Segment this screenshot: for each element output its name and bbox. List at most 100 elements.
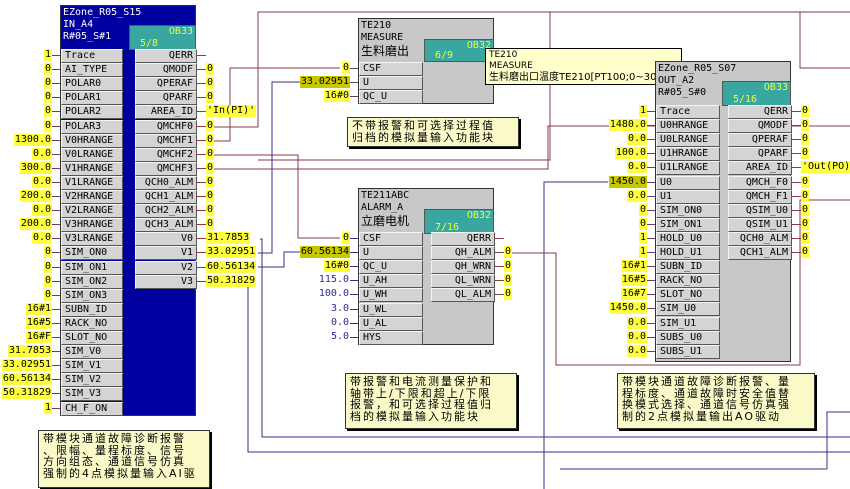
pin-value[interactable]: 0 xyxy=(206,175,215,188)
output-pin-v1[interactable]: V1 xyxy=(135,246,197,261)
output-pin-qch0-alm[interactable]: QCH0_ALM xyxy=(728,231,792,246)
pin-value[interactable]: 0 xyxy=(206,190,215,202)
output-pin-qch1-alm[interactable]: QCH1_ALM xyxy=(728,246,792,260)
pin-value[interactable]: 16#1 xyxy=(25,302,52,315)
pin-value[interactable]: 100.0 xyxy=(318,288,349,300)
output-pin-area-id[interactable]: AREA_ID xyxy=(135,105,197,120)
output-pin-qmch-f0[interactable]: QMCH_F0 xyxy=(728,175,792,190)
input-pin-ai-type[interactable]: AI_TYPE xyxy=(61,63,123,78)
output-pin-ql-wrn[interactable]: QL_WRN xyxy=(431,274,495,289)
input-pin-v1lrange[interactable]: V1LRANGE xyxy=(61,175,123,190)
input-pin-trace[interactable]: Trace xyxy=(656,105,720,119)
pin-value[interactable]: 1 xyxy=(43,401,52,414)
output-pin-qparf[interactable]: QPARF xyxy=(135,91,197,106)
pin-value[interactable]: 0 xyxy=(206,218,215,231)
pin-value[interactable]: 0.0 xyxy=(626,344,647,357)
pin-value[interactable]: 200.0 xyxy=(19,218,52,231)
input-pin-u[interactable]: U xyxy=(359,246,423,261)
pin-value[interactable]: 0 xyxy=(43,246,52,259)
input-pin-u-wh[interactable]: U_WH xyxy=(359,288,423,303)
output-pin-qmchf2[interactable]: QMCHF2 xyxy=(135,147,197,162)
input-pin-sim-on3[interactable]: SIM_ON3 xyxy=(61,288,123,303)
pin-value[interactable]: 0 xyxy=(504,288,513,301)
pin-value[interactable]: 0.0 xyxy=(31,204,52,217)
input-pin-csf[interactable]: CSF xyxy=(359,62,423,76)
input-pin-qc-u[interactable]: QC_U xyxy=(359,90,423,105)
pin-value[interactable]: 0 xyxy=(206,204,215,217)
input-pin-u1[interactable]: U1 xyxy=(656,189,720,204)
input-pin-polar1[interactable]: POLAR1 xyxy=(61,91,123,106)
input-pin-subn-id[interactable]: SUBN_ID xyxy=(61,302,123,317)
input-pin-u0[interactable]: U0 xyxy=(656,175,720,190)
pin-value[interactable]: 31.7853 xyxy=(7,345,52,358)
output-pin-qmodf[interactable]: QMODF xyxy=(728,119,792,134)
pin-value[interactable]: 33.02951 xyxy=(299,76,350,89)
output-pin-qch2-alm[interactable]: QCH2_ALM xyxy=(135,204,197,219)
output-pin-qperaf[interactable]: QPERAF xyxy=(135,77,197,92)
pin-value[interactable]: 0 xyxy=(801,119,810,132)
pin-value[interactable]: 16#7 xyxy=(620,288,647,301)
pin-value[interactable]: 50.31829 xyxy=(206,274,257,287)
output-pin-qmchf0[interactable]: QMCHF0 xyxy=(135,119,197,134)
pin-value[interactable]: 0 xyxy=(504,260,513,273)
pin-value[interactable]: 16#5 xyxy=(25,316,52,329)
pin-value[interactable]: 1 xyxy=(638,105,647,117)
pin-value[interactable]: 0 xyxy=(504,274,513,287)
input-pin-v3hrange[interactable]: V3HRANGE xyxy=(61,218,123,233)
input-pin-slot-no[interactable]: SLOT_NO xyxy=(656,288,720,303)
pin-value[interactable]: 0 xyxy=(43,63,52,76)
input-pin-u-wl[interactable]: U_WL xyxy=(359,302,423,317)
input-pin-v0lrange[interactable]: V0LRANGE xyxy=(61,147,123,162)
input-pin-u0hrange[interactable]: U0HRANGE xyxy=(656,119,720,134)
input-pin-u-al[interactable]: U_AL xyxy=(359,316,423,331)
input-pin-sim-on2[interactable]: SIM_ON2 xyxy=(61,274,123,289)
pin-value[interactable]: 'In(PI)' xyxy=(206,105,257,118)
output-pin-qparf[interactable]: QPARF xyxy=(728,147,792,162)
pin-value[interactable]: 0 xyxy=(801,175,810,188)
output-pin-qmodf[interactable]: QMODF xyxy=(135,63,197,78)
pin-value[interactable]: 16#0 xyxy=(323,260,350,273)
output-pin-qmchf3[interactable]: QMCHF3 xyxy=(135,161,197,176)
input-pin-sim-on1[interactable]: SIM_ON1 xyxy=(61,260,123,275)
pin-value[interactable]: 0 xyxy=(801,217,810,230)
input-pin-qc-u[interactable]: QC_U xyxy=(359,260,423,275)
output-pin-qperaf[interactable]: QPERAF xyxy=(728,133,792,148)
pin-value[interactable]: 0 xyxy=(801,105,810,117)
output-pin-qsim-u1[interactable]: QSIM_U1 xyxy=(728,217,792,232)
pin-value[interactable]: 115.0 xyxy=(318,274,349,286)
pin-value[interactable]: 16#0 xyxy=(323,90,350,103)
input-pin-rack-no[interactable]: RACK_NO xyxy=(656,274,720,289)
pin-value[interactable]: 60.56134 xyxy=(206,260,257,273)
input-pin-u1lrange[interactable]: U1LRANGE xyxy=(656,161,720,176)
pin-value[interactable]: 16#1 xyxy=(620,260,647,273)
pin-value[interactable]: 5.0 xyxy=(330,330,349,342)
input-pin-hold-u1[interactable]: HOLD_U1 xyxy=(656,246,720,260)
pin-value[interactable]: 0 xyxy=(43,288,52,301)
pin-value[interactable]: 1300.0 xyxy=(13,133,52,146)
pin-value[interactable]: 0 xyxy=(43,274,52,287)
pin-value[interactable]: 1450.0 xyxy=(608,302,647,315)
output-pin-ql-alm[interactable]: QL_ALM xyxy=(431,288,495,303)
block-out-a2[interactable]: EZone_R05_S07 OUT_A2 R#05_S#0 OB33 5/16 … xyxy=(655,61,792,362)
input-pin-slot-no[interactable]: SLOT_NO xyxy=(61,331,123,345)
pin-value[interactable]: 0 xyxy=(206,77,215,90)
pin-value[interactable]: 0.0 xyxy=(626,189,647,202)
input-pin-sim-v3[interactable]: SIM_V3 xyxy=(61,387,123,402)
output-pin-v2[interactable]: V2 xyxy=(135,260,197,275)
pin-value[interactable]: 0 xyxy=(43,77,52,90)
output-pin-v0[interactable]: V0 xyxy=(135,232,197,247)
block-in-a4[interactable]: EZone_R05_S15 IN_A4 R#05_S#1 OB33 5/8 Tr… xyxy=(60,5,197,416)
input-pin-rack-no[interactable]: RACK_NO xyxy=(61,316,123,331)
pin-value[interactable]: 0 xyxy=(341,62,350,74)
pin-value[interactable]: 1 xyxy=(638,231,647,244)
output-pin-qch0-alm[interactable]: QCH0_ALM xyxy=(135,175,197,190)
pin-value[interactable]: 0 xyxy=(801,133,810,146)
output-pin-qh-wrn[interactable]: QH_WRN xyxy=(431,260,495,275)
output-pin-qch1-alm[interactable]: QCH1_ALM xyxy=(135,190,197,204)
output-pin-qsim-u0[interactable]: QSIM_U0 xyxy=(728,203,792,218)
input-pin-polar0[interactable]: POLAR0 xyxy=(61,77,123,92)
output-pin-area-id[interactable]: AREA_ID xyxy=(728,161,792,176)
pin-value[interactable]: 0.0 xyxy=(626,316,647,329)
input-pin-u1hrange[interactable]: U1HRANGE xyxy=(656,147,720,162)
pin-value[interactable]: 1 xyxy=(638,246,647,258)
